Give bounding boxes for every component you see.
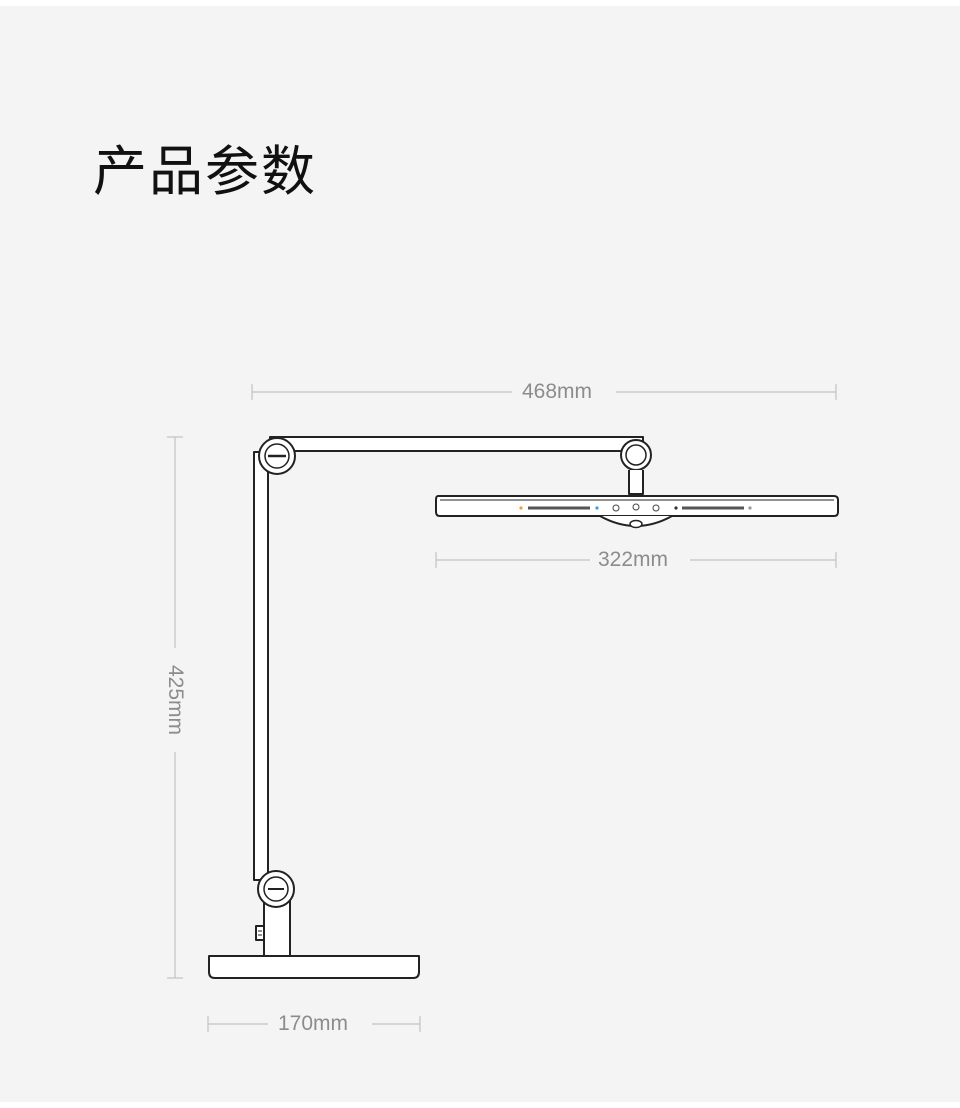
side-switch bbox=[255, 925, 265, 941]
lamp bbox=[208, 436, 839, 979]
lamp-base bbox=[208, 955, 420, 979]
indicator-grey bbox=[748, 506, 752, 510]
head-width-label: 322mm bbox=[590, 548, 677, 572]
height-label: 425mm bbox=[163, 653, 187, 747]
dimension-lines bbox=[167, 384, 837, 1032]
overall-width-label: 468mm bbox=[514, 380, 601, 404]
mode-icon bbox=[612, 504, 620, 512]
indicator-orange bbox=[519, 506, 523, 510]
spec-panel bbox=[0, 6, 960, 1102]
lamp-vertical-arm bbox=[253, 451, 269, 881]
base-width-label: 170mm bbox=[270, 1012, 357, 1036]
indicator-dark bbox=[674, 506, 678, 510]
head-stem bbox=[628, 470, 644, 495]
timer-icon bbox=[652, 504, 660, 512]
power-icon bbox=[632, 503, 640, 511]
lamp-head bbox=[435, 495, 839, 517]
head-controls bbox=[519, 503, 752, 512]
lamp-horizontal-arm bbox=[269, 436, 644, 452]
indicator-blue bbox=[595, 506, 599, 510]
page-title: 产品参数 bbox=[93, 140, 317, 203]
